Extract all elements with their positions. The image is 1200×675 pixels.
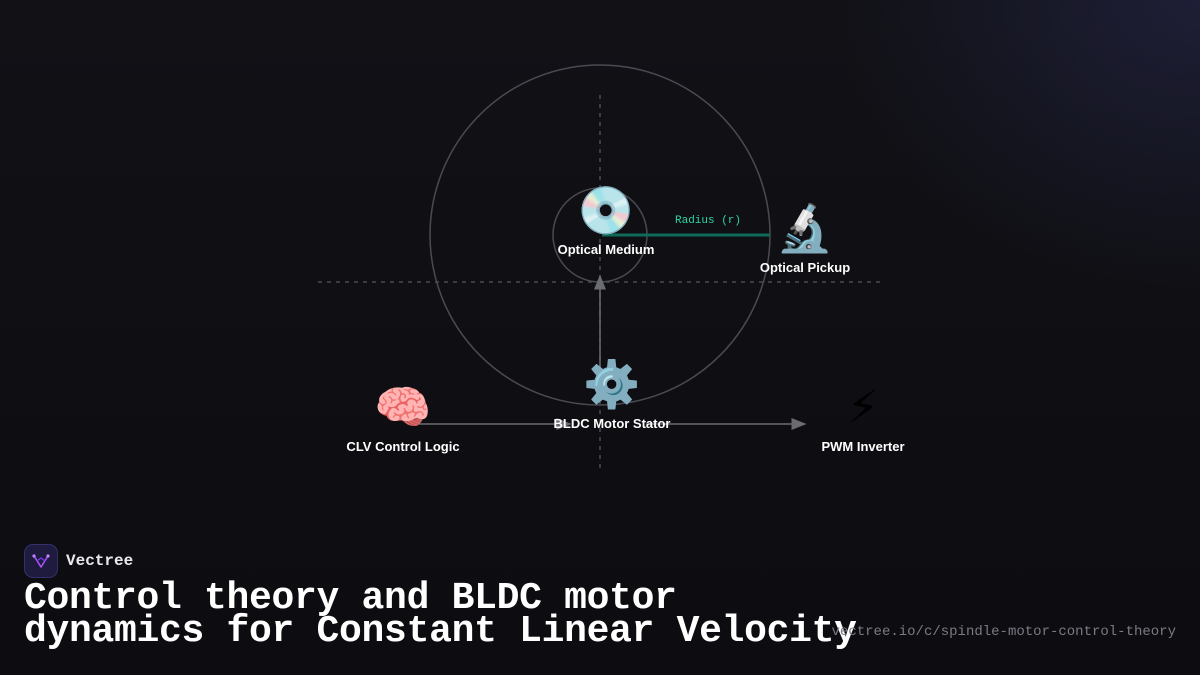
lightning-icon: ⚡ (846, 380, 880, 434)
node-label: Optical Pickup (759, 260, 851, 275)
radius-label: Radius (r) (675, 215, 742, 227)
brand-name: Vectree (66, 552, 134, 570)
page-title: Control theory and BLDC motor dynamics f… (24, 577, 857, 653)
node-clv-control-logic: 🧠 CLV Control Logic (346, 381, 459, 454)
node-label: PWM Inverter (821, 439, 905, 454)
brain-icon: 🧠 (374, 380, 432, 434)
node-optical-pickup: 🔬 Optical Pickup (760, 202, 850, 275)
title-line-2: dynamics for Constant Linear Velocity (24, 610, 857, 653)
node-pwm-inverter: ⚡ PWM Inverter (821, 381, 904, 454)
gear-icon: ⚙️ (583, 357, 641, 411)
source-url[interactable]: vectree.io/c/spindle-motor-control-theor… (831, 624, 1176, 640)
node-label: BLDC Motor Stator (553, 416, 671, 431)
optical-disc-icon: 💿 (577, 183, 635, 237)
node-bldc-motor-stator: ⚙️ BLDC Motor Stator (554, 358, 671, 431)
node-label: Optical Medium (557, 242, 655, 257)
title-line-1: Control theory and BLDC motor (24, 577, 677, 620)
microscope-icon: 🔬 (776, 201, 834, 255)
brand: Vectree (24, 544, 133, 578)
node-optical-medium: 💿 Optical Medium (558, 184, 655, 257)
vectree-logo-icon (24, 544, 58, 578)
node-label: CLV Control Logic (346, 439, 460, 454)
